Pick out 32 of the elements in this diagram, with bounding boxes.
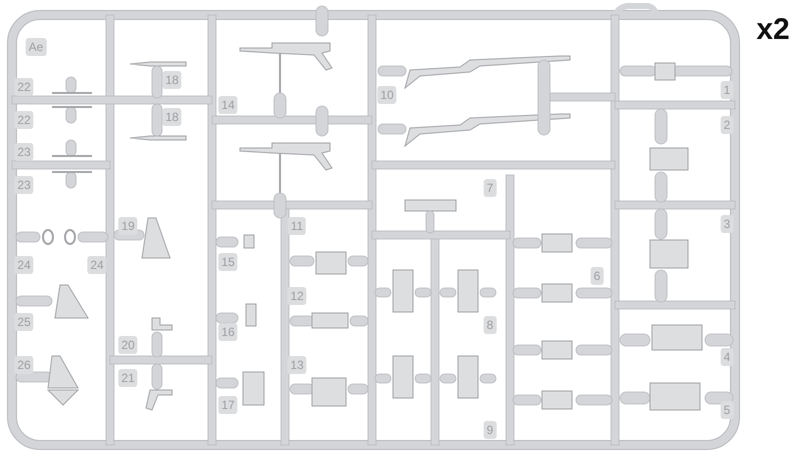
part-number: 26 [14, 356, 34, 374]
part-number: 11 [288, 217, 306, 235]
part-number: 23 [14, 143, 34, 161]
part-number: 18 [162, 71, 182, 89]
part-number: 1 [720, 81, 734, 99]
part-number: 22 [14, 111, 34, 129]
part-number: 25 [14, 313, 34, 331]
part-number: 4 [720, 348, 734, 366]
part-number: 17 [218, 396, 238, 414]
part-number: 7 [484, 179, 496, 197]
part-number: 23 [14, 176, 34, 194]
part-number: 20 [118, 336, 138, 354]
part-number: 10 [377, 86, 397, 104]
sprue-code-tab: Ae [26, 38, 46, 56]
part-number: 6 [590, 267, 604, 285]
part-number: 22 [14, 78, 34, 96]
part-number: 21 [118, 369, 138, 387]
part-number: 13 [287, 356, 307, 374]
part-number: 14 [218, 96, 238, 114]
quantity-label: x2 [756, 14, 790, 46]
part-number: 12 [287, 287, 307, 305]
part-number: 15 [218, 253, 238, 271]
part-number: 18 [162, 108, 182, 126]
part-number: 24 [14, 256, 34, 274]
part-number: 8 [484, 316, 496, 334]
part-number: 2 [720, 116, 734, 134]
part-number: 3 [720, 215, 734, 233]
part-number: 16 [218, 323, 238, 341]
part-number: 5 [720, 401, 734, 419]
part-number: 19 [118, 217, 138, 235]
part-number: 9 [484, 421, 496, 439]
part-number: 24 [87, 256, 107, 274]
